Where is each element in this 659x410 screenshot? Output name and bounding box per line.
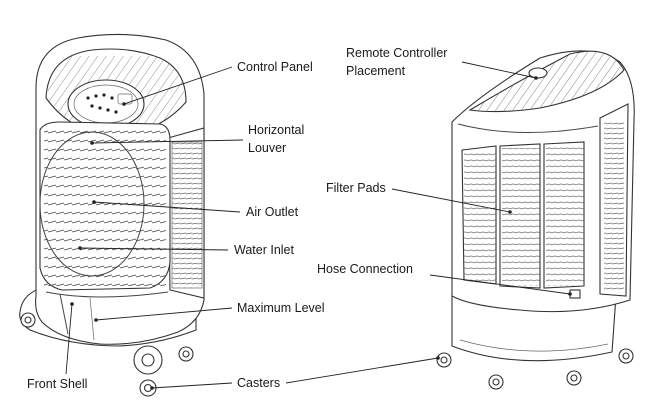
label-filter-pads: Filter Pads — [326, 181, 386, 195]
casters-rear-unit — [436, 348, 634, 390]
casters-front-unit — [20, 312, 194, 397]
label-casters: Casters — [237, 376, 281, 390]
label-air-outlet: Air Outlet — [246, 205, 299, 219]
label-front-shell: Front Shell — [27, 377, 88, 391]
leader-lines — [65, 61, 572, 390]
label-maximum-level: Maximum Level — [237, 301, 325, 315]
label-control-panel: Control Panel — [237, 60, 313, 74]
front-view-cooler — [19, 33, 205, 397]
label-remote-controller-line1: Remote Controller — [346, 46, 448, 60]
label-hose-connection: Hose Connection — [317, 262, 413, 276]
label-horizontal-louver-line1: Horizontal — [248, 123, 305, 137]
label-remote-controller-line2: Placement — [346, 64, 406, 78]
rear-view-cooler — [436, 50, 635, 390]
label-horizontal-louver-line2: Louver — [248, 141, 287, 155]
label-water-inlet: Water Inlet — [234, 243, 294, 257]
